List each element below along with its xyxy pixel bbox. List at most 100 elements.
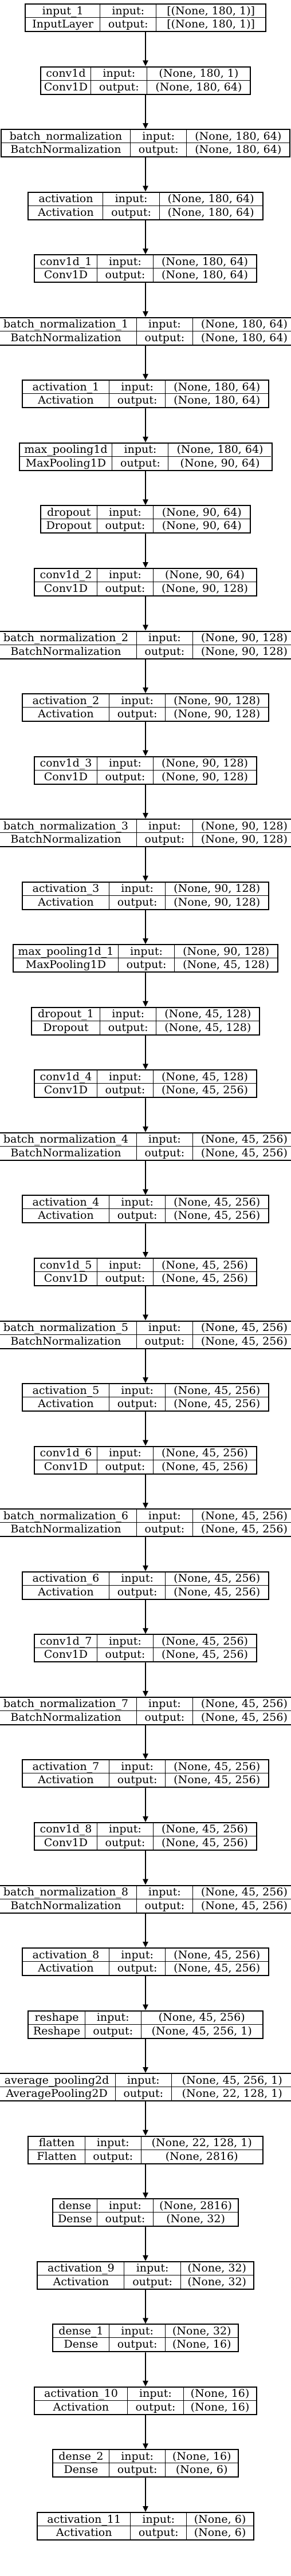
layer-name: activation_1: [22, 381, 109, 394]
input-label: input:: [97, 1447, 154, 1460]
input-label: input:: [136, 1510, 193, 1523]
output-label: output:: [97, 1460, 154, 1473]
output-shape: (None, 45, 256): [161, 1836, 248, 1849]
output-shape: (None, 45, 256): [174, 1962, 261, 1975]
arrowhead: [143, 123, 148, 129]
layer-name: batch_normalization_6: [0, 1510, 137, 1523]
arrowhead: [143, 1628, 148, 1634]
output-label: output:: [100, 18, 157, 31]
arrowhead: [143, 1942, 148, 1948]
layer-type: BatchNormalization: [2, 143, 131, 157]
arrowhead: [143, 2129, 148, 2136]
arrowhead: [143, 1064, 148, 1070]
layer-name: input_1: [26, 5, 101, 18]
layer-name: max_pooling1d_1: [13, 945, 119, 959]
layer-name: activation_3: [22, 882, 109, 896]
output-shape: [(None, 180, 1)]: [167, 18, 255, 30]
output-label: output:: [137, 1146, 193, 1160]
layer-type: Activation: [23, 1209, 109, 1223]
input-label: input:: [97, 757, 154, 771]
output-label: output:: [97, 1272, 154, 1285]
arrowhead: [143, 1879, 148, 1885]
output-label: output:: [97, 1084, 154, 1097]
output-shape: (None, 90, 128): [174, 708, 261, 721]
input-label: input:: [109, 882, 166, 896]
output-label: output:: [109, 1209, 166, 1223]
input-label: input:: [112, 443, 169, 457]
layer-type: Dropout: [41, 519, 97, 533]
output-label: output:: [109, 1585, 166, 1599]
input-label: input:: [136, 631, 193, 645]
output-label: output:: [97, 1836, 154, 1850]
input-shape: (None, 45, 256): [166, 1196, 269, 1210]
layer-name: conv1d: [41, 67, 92, 81]
layer-type: MaxPooling1D: [20, 456, 113, 470]
input-shape: (None, 45, 256): [153, 1823, 256, 1836]
arrowhead: [143, 2443, 148, 2449]
input-label: input:: [103, 192, 160, 206]
input-shape: (None, 16): [183, 2388, 256, 2401]
output-shape: (None, 32): [166, 2212, 225, 2226]
output-label: output:: [109, 2463, 166, 2477]
input-label: input:: [136, 318, 193, 331]
layer-type: Activation: [23, 1962, 109, 1976]
input-label: input:: [109, 1384, 166, 1398]
output-label: output:: [109, 1962, 166, 1976]
output-shape: (None, 32): [187, 2275, 246, 2288]
input-label: input:: [136, 1321, 193, 1335]
arrowhead: [143, 2255, 148, 2261]
output-label: output:: [97, 582, 154, 595]
layer-name: average_pooling2d: [0, 2074, 116, 2088]
output-label: output:: [109, 708, 166, 721]
input-shape: (None, 45, 256): [153, 1447, 256, 1460]
layer-type: Conv1D: [35, 1836, 97, 1850]
layer-type: Conv1D: [35, 1460, 97, 1473]
input-shape: (None, 180, 64): [153, 255, 256, 269]
arrowhead: [143, 2318, 148, 2324]
layer-name: conv1d_4: [35, 1070, 97, 1084]
output-shape: (None, 45, 256): [200, 1899, 288, 1912]
output-label: output:: [119, 958, 175, 972]
layer-type: BatchNormalization: [0, 1710, 137, 1724]
layer-name: conv1d_5: [35, 1259, 97, 1272]
input-shape: (None, 45, 256): [192, 1133, 291, 1147]
arrowhead: [143, 2192, 148, 2199]
output-label: output:: [137, 645, 193, 658]
arrowhead: [143, 1753, 148, 1760]
layer-type: Conv1D: [35, 582, 97, 595]
layer-type: InputLayer: [26, 18, 101, 31]
output-label: output:: [137, 1523, 193, 1536]
layer-type: Activation: [29, 206, 104, 219]
arrowhead: [143, 938, 148, 945]
input-shape: (None, 180, 64): [168, 444, 272, 457]
layer-name: batch_normalization_8: [0, 1886, 137, 1899]
output-shape: (None, 180, 64): [195, 143, 282, 156]
input-label: input:: [100, 1008, 157, 1021]
output-label: output:: [97, 268, 154, 282]
arrowhead: [143, 1126, 148, 1132]
input-shape: (None, 180, 64): [187, 130, 290, 144]
input-label: input:: [97, 255, 154, 269]
input-shape: (None, 45, 256): [192, 1510, 291, 1523]
layer-name: activation_4: [22, 1196, 109, 1210]
output-shape: (None, 45, 128): [183, 958, 270, 971]
layer-type: Dense: [53, 2338, 109, 2352]
input-label: input:: [97, 1635, 154, 1649]
layer-type: Activation: [23, 394, 109, 408]
layer-name: dense_2: [53, 2450, 109, 2464]
layer-name: conv1d_3: [35, 757, 97, 771]
